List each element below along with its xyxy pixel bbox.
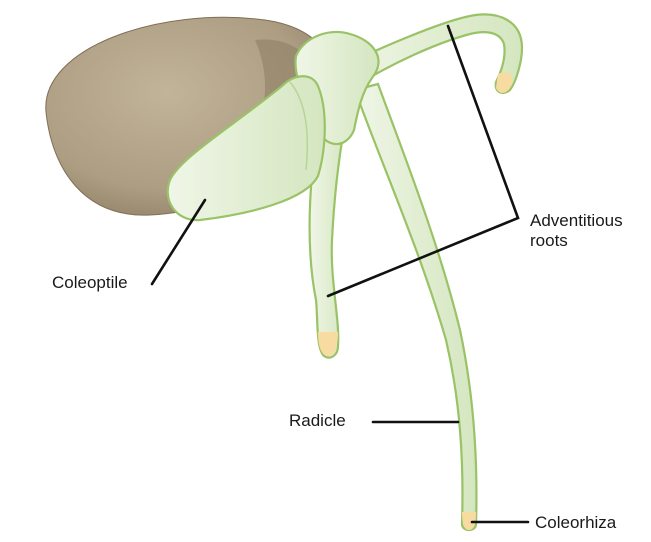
radicle <box>355 84 476 530</box>
adventitious-roots-label-line2: roots <box>530 231 623 251</box>
coleorhiza-label: Coleorhiza <box>535 513 616 533</box>
coleoptile-label: Coleoptile <box>52 273 128 293</box>
radicle-label: Radicle <box>289 411 346 431</box>
adventitious-roots-label-line1: Adventitious <box>530 211 623 231</box>
adventitious-roots-label: Adventitious roots <box>530 211 623 251</box>
